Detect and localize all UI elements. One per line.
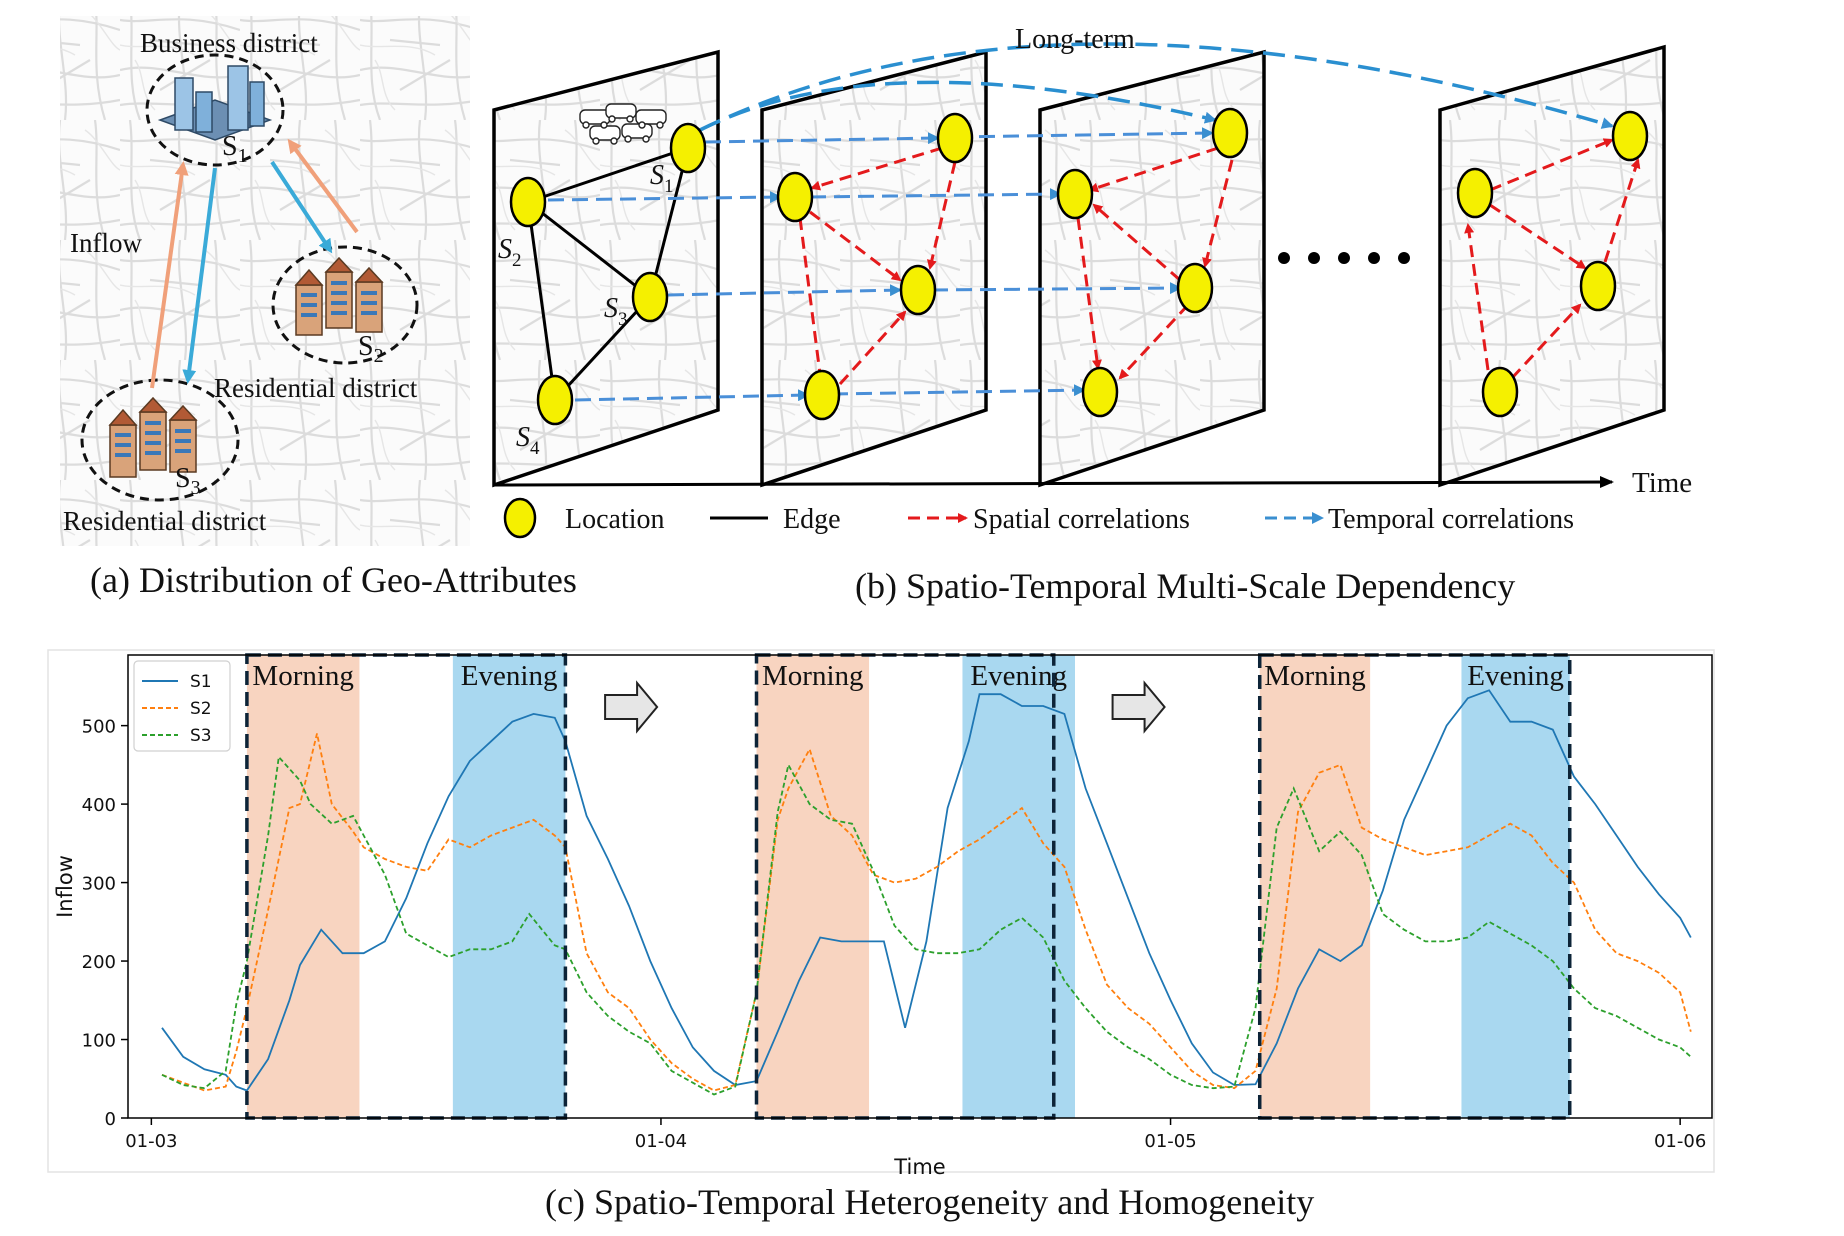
panel-a: Business district Inflow Residential dis… <box>60 16 577 600</box>
legend-location-label: Location <box>565 504 665 535</box>
residential-district-3-circle <box>80 378 240 502</box>
caption-b: (b) Spatio-Temporal Multi-Scale Dependen… <box>855 566 1515 606</box>
node-label-s2: S2 <box>498 234 522 271</box>
legend-edge-label: Edge <box>783 504 841 535</box>
business-buildings-icon <box>157 65 273 141</box>
band-label-1: Evening <box>461 660 558 692</box>
band-4 <box>1259 655 1371 1118</box>
residential-district-2-circle <box>271 245 419 365</box>
band-1 <box>452 655 566 1118</box>
band-2 <box>756 655 870 1118</box>
band-label-3: Evening <box>970 660 1067 692</box>
chart-series <box>161 689 1692 1096</box>
band-label-0: Morning <box>252 660 354 692</box>
transition-arrow-1 <box>1111 680 1166 734</box>
chart-band-labels: Morning Evening Morning Evening Morning Eveni… <box>252 660 1563 692</box>
legend-label-S1: S1 <box>190 672 212 692</box>
x-tick-label-0: 01-03 <box>125 1131 177 1152</box>
residential-buildings-icon-2 <box>294 256 384 336</box>
series-line-S3 <box>161 754 1692 1096</box>
business-district-label: Business district <box>140 28 318 58</box>
chart-axes: 0 100 200 300 400 500 01-03 01-04 01-05 01-06 <box>82 717 1707 1152</box>
y-tick-label-4: 400 <box>82 795 116 816</box>
legend-label-S2: S2 <box>190 699 212 719</box>
band-label-5: Evening <box>1467 660 1564 692</box>
series-line-S1 <box>161 689 1692 1092</box>
flow-arrow-s1-to-s2 <box>270 160 333 254</box>
residential-buildings-icon-3 <box>108 396 198 478</box>
legend-label-S3: S3 <box>190 726 212 746</box>
plot-area <box>127 654 1713 1119</box>
residential-district-label-2: Residential district <box>214 373 418 403</box>
legend-box <box>133 660 231 752</box>
edges-slice-1 <box>526 146 690 402</box>
long-term-arcs <box>699 42 1614 132</box>
y-tick-label-1: 100 <box>82 1031 116 1052</box>
residential-district-label-3: Residential district <box>63 506 267 536</box>
node-label-s2-a: S2 <box>358 331 384 367</box>
y-tick-label-0: 0 <box>105 1109 116 1130</box>
temporal-arrows <box>547 127 1214 402</box>
node-label-s3: S3 <box>604 293 628 330</box>
legend-location-marker <box>503 497 537 539</box>
panel-b-legend: Location Edge Spatial correlations Tempo… <box>503 497 1574 539</box>
caption-a: (a) Distribution of Geo-Attributes <box>90 560 577 600</box>
y-tick-label-5: 500 <box>82 717 116 738</box>
x-tick-label-1: 01-04 <box>635 1131 687 1152</box>
chart-transition-arrows <box>604 680 1166 734</box>
legend-spatial-label: Spatial correlations <box>973 504 1190 535</box>
legend-temporal-label: Temporal correlations <box>1328 504 1574 535</box>
time-axis <box>493 476 1614 489</box>
y-tick-label-2: 200 <box>82 952 116 973</box>
flow-arrow-s3-to-s1 <box>150 161 189 389</box>
band-label-4: Morning <box>1264 660 1366 692</box>
y-axis-label: Inflow <box>53 855 77 918</box>
x-tick-label-2: 01-05 <box>1144 1131 1196 1152</box>
band-label-2: Morning <box>762 660 864 692</box>
caption-c: (c) Spatio-Temporal Heterogeneity and Ho… <box>545 1182 1314 1222</box>
spatial-arrows-slice-3 <box>1076 146 1234 380</box>
transition-arrow-0 <box>604 680 659 734</box>
flow-arrow-s1-to-s3 <box>182 167 217 384</box>
y-tick-label-3: 300 <box>82 874 116 895</box>
node-label-s3-a: S3 <box>175 463 201 499</box>
panel-b: Time Long-term <box>492 24 1692 606</box>
long-term-label: Long-term <box>1015 24 1135 55</box>
node-label-s1-a: S1 <box>222 131 248 167</box>
inflow-label: Inflow <box>70 228 142 258</box>
chart-bands <box>246 655 1570 1118</box>
band-3 <box>962 655 1076 1118</box>
band-5 <box>1461 655 1570 1118</box>
business-district-circle <box>145 53 285 167</box>
band-0 <box>246 655 360 1118</box>
node-label-s4: S4 <box>516 422 540 459</box>
x-tick-label-3: 01-06 <box>1654 1131 1706 1152</box>
panel-c: Morning Evening Morning Evening Morning Eveni… <box>47 649 1715 1222</box>
flow-arrow-s2-to-s1 <box>287 138 359 234</box>
ellipsis-dots <box>1278 252 1410 264</box>
series-line-S2 <box>161 733 1692 1092</box>
location-nodes <box>509 107 1649 426</box>
x-axis-label: Time <box>893 1155 945 1179</box>
spatial-arrows-slice-2 <box>798 146 957 386</box>
spatial-arrows-slice-4 <box>1464 138 1641 380</box>
time-axis-label: Time <box>1632 467 1692 499</box>
node-label-s1: S1 <box>650 160 674 197</box>
traffic-cars-icon <box>579 103 667 145</box>
